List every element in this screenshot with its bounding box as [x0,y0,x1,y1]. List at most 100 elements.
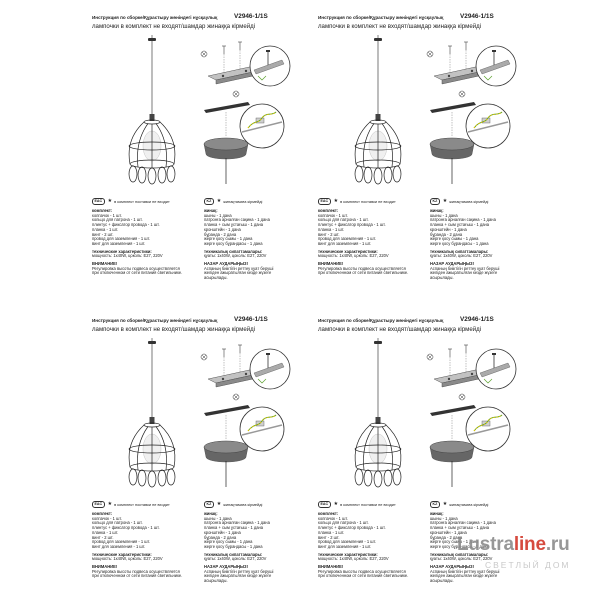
kz-kit-item: патронға арналған сақина - 1 дана [430,520,496,526]
canopy-shape [374,38,382,41]
ru-kit-heading: комплект: [92,208,113,213]
kz-kit-item: жерге қосу сымы - 1 дана [204,236,253,242]
model-number: V2946-1/1S [234,13,268,20]
assembly-diagram [426,41,517,184]
kz-marks-row: KZ жинақтамаға кірмейді [204,197,262,205]
cross-mark-icon [200,353,208,361]
kz-specs: қуаты: 1х40W, цоколь: E27, 220V [204,253,267,259]
kz-specs: қуаты: 1х40W, цоколь: E27, 220V [430,556,493,562]
kz-specs-heading: техникалық сипаттамалары: [204,248,263,254]
watermark-brand: Lustraline.ru [457,534,570,556]
screw-icon [222,344,242,357]
socket-shape [149,417,155,424]
kz-warning-heading: НАЗАР АУДАРЫҢЫЗ! [204,261,248,267]
ru-kit-item: колпачок - 1 шт. [92,515,122,521]
bulbs-not-included-note: лампочки в комплект не входят/шамдар жин… [92,23,256,30]
star-icon [443,501,447,507]
cross-mark-icon [426,353,434,361]
ru-warning-line: при отключенном от сети питания светильн… [318,573,409,579]
canopy-plate [203,137,249,184]
pendant-lamp-icon [354,35,402,185]
ru-kit-item: винт для заземления - 1 шт. [92,240,146,246]
ru-specs: мощность: 1х40W, цоколь: E27, 220V [318,556,389,562]
kz-kit-item: планка + сым ұстағыш - 1 дана [430,525,490,531]
ru-text-column: комплект: колпачок - 1 шт. кольцо для па… [318,208,426,276]
bulbs-not-included-note: лампочки в комплект не входят/шамдар жин… [318,326,482,333]
eac-mark-icon: EAC [318,500,331,508]
kz-specs-heading: техникалық сипаттамалары: [430,248,489,254]
instruction-panel-top-right: Инструкция по сборке/Құрастыру жөніндегі… [314,10,520,295]
ru-text-column: комплект: колпачок - 1 шт. кольцо для па… [92,511,200,579]
pendant-lamp-icon [128,35,176,185]
ru-kit-item: винт - 2 шт. [318,534,340,540]
zoom-circle-lower [465,103,511,149]
ru-kit-item: планка - 1 шт. [318,529,345,535]
ru-kit-heading: комплект: [318,208,339,213]
kz-warning-line: Аспаның биіктігін реттеу қуат беруші [430,568,500,574]
kz-mark-icon: KZ [430,197,440,205]
ru-warning-line: Регулировка высоты подвеса осуществляетс… [318,568,406,574]
instruction-panel-bottom-right: Инструкция по сборке/Құрастыру жөніндегі… [314,313,520,598]
zoom-circle-upper [475,45,517,87]
ru-kit-item: кольцо для патрона - 1 шт. [318,520,369,526]
kz-kit-item: бұранда - 2 дана [430,231,463,237]
instruction-title: Инструкция по сборке/Құрастыру жөніндегі… [92,15,218,20]
ru-kit-item: планка - 1 шт. [318,226,345,232]
ru-kit-item: плинтус + фиксатор провода - 1 шт. [318,525,386,531]
kz-not-included-note: жинақтамаға кірмейді [449,501,489,507]
ru-not-included-note: в комплект поставки не входит [114,501,170,507]
kz-mark-icon: KZ [430,500,440,508]
ru-specs: мощность: 1х40W, цоколь: E27, 220V [92,253,163,259]
socket-shape [149,114,155,121]
ru-warning-line: при отключенном от сети питания светильн… [318,270,409,276]
canopy-plate [429,137,475,184]
kz-kit-item: планка + сым ұстағыш - 1 дана [204,222,264,228]
site-watermark: Lustraline.ru СВЕТЛЫЙ ДОМ [457,534,570,570]
kz-kit-item: кронштейн - 1 дана [430,226,467,232]
ru-warning-line: Регулировка высоты подвеса осуществляетс… [318,265,406,271]
star-icon [443,198,447,204]
kz-text-column: жинақ: шыны - 1 дана патронға арналған с… [204,208,292,281]
ru-warning-heading: ВНИМАНИЕ! [92,564,118,570]
ru-kit-item: плинтус + фиксатор провода - 1 шт. [92,222,160,228]
kz-kit-item: патронға арналған сақина - 1 дана [430,217,496,223]
ru-specs: мощность: 1х40W, цоколь: E27, 220V [92,556,163,562]
kz-marks-row: KZ жинақтамаға кірмейді [430,197,488,205]
kz-kit-item: бұранда - 2 дана [430,534,463,540]
ru-kit-item: провод для заземления - 1 шт. [92,539,151,545]
mounting-bar-shape [430,102,476,113]
kz-kit-heading: жинақ: [204,208,218,213]
kz-text-column: жинақ: шыны - 1 дана патронға арналған с… [204,511,292,584]
eac-mark-icon: EAC [318,197,331,205]
ru-kit-item: планка - 1 шт. [92,529,119,535]
cage-shade [128,422,176,488]
kz-specs-heading: техникалық сипаттамалары: [204,551,263,557]
star-icon [334,501,338,507]
assembly-diagram [426,344,517,487]
ru-warning-heading: ВНИМАНИЕ! [92,261,118,267]
zoom-circle-lower [239,406,285,452]
watermark-brand-part3: .ru [545,534,570,555]
kz-kit-item: жерге қосу сымы - 1 дана [430,236,479,242]
mounting-bar-shape [204,102,250,113]
kz-mark-icon: KZ [204,500,214,508]
kz-kit-item: жерге қосу бұрандасы - 1 дана [204,240,263,246]
kz-kit-item: планка + сым ұстағыш - 1 дана [204,525,264,531]
ru-marks-row: EAC в комплект поставки не входит [92,197,170,205]
zoom-circle-lower [465,406,511,452]
kz-kit-item: кронштейн - 1 дана [430,529,467,535]
ru-warning-line: при отключенном от сети питания светильн… [92,573,183,579]
kz-kit-item: кронштейн - 1 дана [204,529,241,535]
ru-not-included-note: в комплект поставки не входит [340,198,396,204]
screw-icon [222,41,242,54]
ru-warning-heading: ВНИМАНИЕ! [318,564,344,570]
kz-warning-heading: НАЗАР АУДАРЫҢЫЗ! [430,564,474,570]
ru-specs: мощность: 1х40W, цоколь: E27, 220V [318,253,389,259]
ru-kit-item: винт для заземления - 1 шт. [92,543,146,549]
socket-shape [375,417,381,424]
model-number: V2946-1/1S [460,13,494,20]
kz-warning-line: желіден ажыратылған кезде жүзеге асырыла… [430,270,498,281]
screw-icon [448,344,468,357]
instruction-panel-bottom-left: Инструкция по сборке/Құрастыру жөніндегі… [88,313,294,598]
kz-marks-row: KZ жинақтамаға кірмейді [430,500,488,508]
